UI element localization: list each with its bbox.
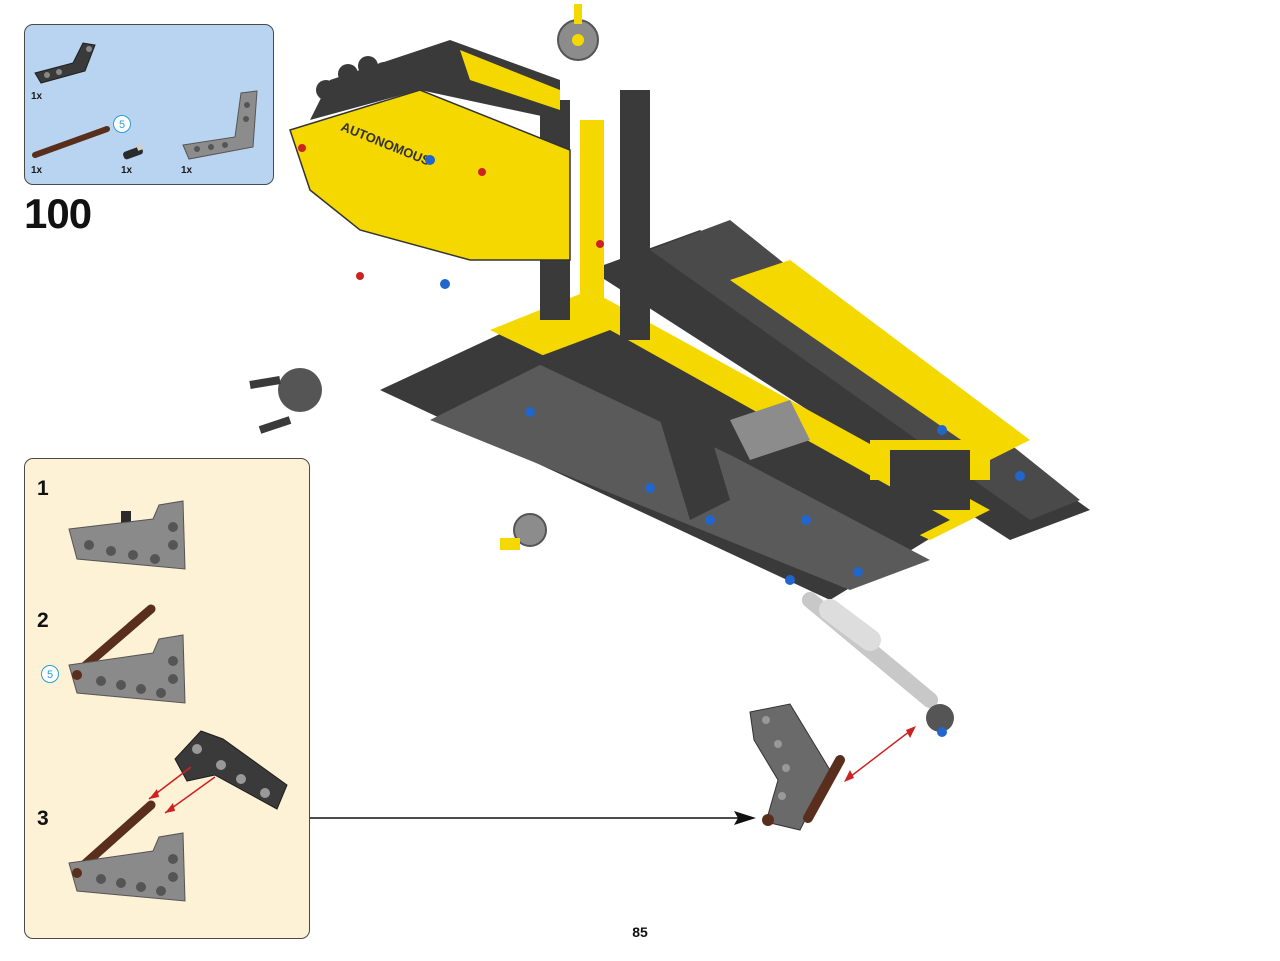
l-beam-with-axle-icon xyxy=(68,800,186,902)
pin-icon xyxy=(123,143,144,160)
part-qty: 1x xyxy=(31,91,43,102)
parts-list: 1x 5 1x 1x 1x xyxy=(24,24,274,185)
axle-icon xyxy=(32,126,110,158)
blue-pins xyxy=(425,155,1025,585)
gear-icon xyxy=(500,513,547,550)
sub-step-number: 1 xyxy=(37,477,49,500)
angled-beam-icon xyxy=(34,42,96,84)
assembly-arrows xyxy=(148,766,216,814)
l-beam-with-pin-icon xyxy=(68,500,186,570)
exhaust-cylinders xyxy=(316,56,394,100)
sub-assembly-box: 1 2 3 5 xyxy=(24,458,310,939)
body-panel: AUTONOMOUS xyxy=(289,40,571,261)
gear-icon xyxy=(557,4,599,61)
l-beam-with-axle-icon xyxy=(68,604,186,704)
part-qty: 1x xyxy=(31,165,43,176)
axle-length-badge: 5 xyxy=(41,665,59,683)
step-number: 100 xyxy=(24,190,92,237)
parts-list-art xyxy=(32,42,258,160)
chassis-frame xyxy=(380,90,1090,600)
assembly-arrow xyxy=(844,726,916,782)
shock-absorber xyxy=(802,592,954,737)
sub-assembly-art xyxy=(68,500,288,902)
sub-step-number: 3 xyxy=(37,807,49,830)
model-illustration: AUTONOMOUS xyxy=(249,4,1090,831)
sub-step-number: 2 xyxy=(37,609,49,632)
page-number: 85 xyxy=(632,924,648,940)
bracket-subassembly xyxy=(749,703,845,831)
callout-arrow xyxy=(310,811,756,825)
l-beam-icon xyxy=(182,90,258,160)
axle-length-badge: 5 xyxy=(113,115,131,133)
angled-beam-icon xyxy=(174,730,288,810)
part-qty: 1x xyxy=(121,165,133,176)
rear-axle-hub xyxy=(249,368,322,434)
part-qty: 1x xyxy=(181,165,193,176)
red-pins xyxy=(298,144,604,280)
